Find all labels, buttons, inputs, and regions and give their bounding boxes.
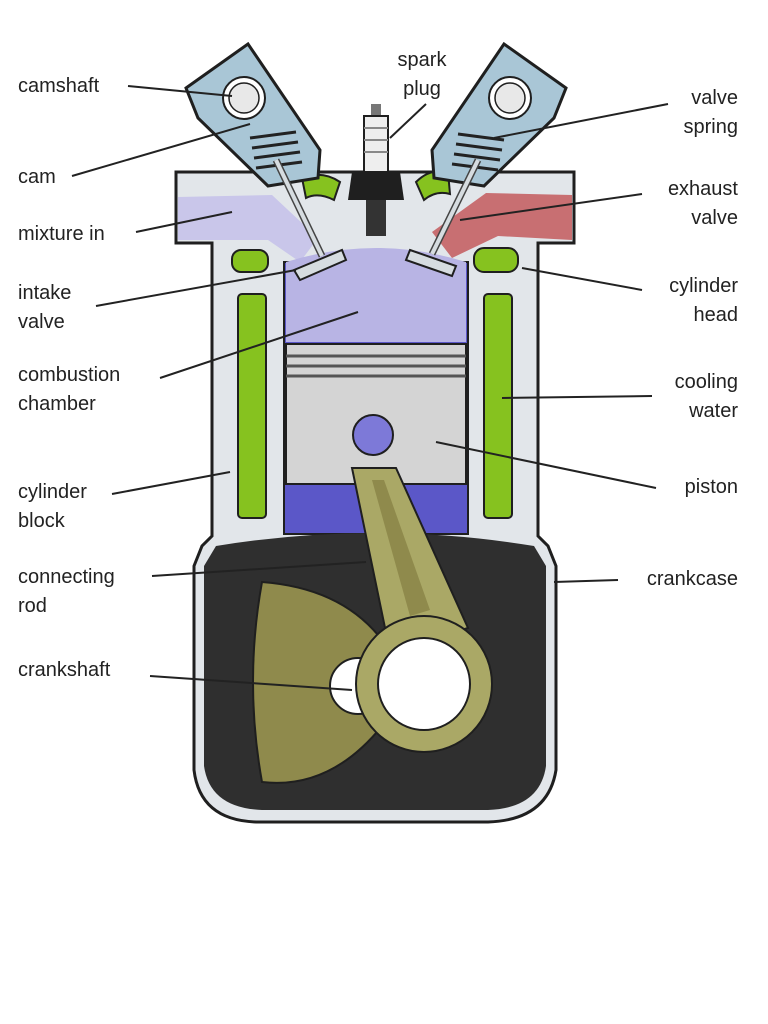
label-camshaft: camshaft [18, 75, 100, 97]
connecting-rod [350, 467, 493, 753]
leader-cam [71, 123, 251, 177]
spark-plug-terminal [371, 104, 381, 116]
label-cam: cam [18, 166, 56, 188]
label-intake-valve-line1: intake [18, 282, 72, 304]
intake-port [178, 195, 318, 262]
leader-piston [435, 441, 657, 489]
leader-mixture-in [135, 211, 233, 233]
cooling-water-passages [231, 170, 519, 519]
label-crankshaft: crankshaft [18, 659, 111, 681]
label-valve-spring-line2: spring [683, 116, 738, 138]
label-connecting-rod-line1: connecting [18, 566, 115, 588]
connecting-rod-slot [372, 480, 430, 616]
exhaust-valve-head [404, 248, 458, 278]
leader-intake-valve [95, 269, 297, 307]
label-cooling-water-line1: cooling [674, 371, 738, 393]
label-exhaust-valve-line2: valve [691, 207, 738, 229]
label-combustion-chamber-line2: chamber [18, 393, 96, 415]
leader-combustion-chamber [159, 311, 359, 379]
label-cylinder-block-line2: block [18, 510, 65, 532]
label-cylinder-block-line1: cylinder [18, 481, 87, 503]
label-cylinder-head-line2: head [693, 304, 739, 326]
label-piston: piston [684, 476, 738, 498]
water-jacket-right [483, 293, 513, 519]
leader-crankshaft [149, 675, 353, 691]
leader-crankcase [553, 579, 619, 583]
label-exhaust-valve-line1: exhaust [667, 178, 738, 200]
label-connecting-rod: connecting rod [18, 563, 115, 621]
crank-counterweight [252, 580, 383, 784]
cam-lobe-left [228, 82, 260, 114]
leader-lines [71, 85, 669, 691]
exhaust-valve [404, 158, 482, 278]
label-valve-spring-line1: valve [691, 87, 738, 109]
label-valve-spring: valve spring [684, 84, 738, 142]
spark-plug-thread [366, 200, 386, 236]
spark-plug-hex [348, 172, 404, 200]
intake-valve-head [292, 248, 348, 282]
leader-exhaust-valve [459, 193, 643, 221]
intake-valve [272, 158, 348, 282]
water-pocket-left-head [231, 249, 269, 273]
label-connecting-rod-line2: rod [18, 595, 47, 617]
leader-cooling-water [501, 395, 653, 399]
spark-plug-insulator [363, 115, 389, 173]
piston [285, 343, 467, 485]
label-cooling-water: cooling water [675, 368, 738, 426]
leader-cylinder-block [111, 471, 231, 495]
water-pocket-right-head [473, 247, 519, 273]
leader-valve-spring [493, 103, 669, 139]
label-combustion-chamber: combustion chamber [18, 361, 120, 419]
label-combustion-chamber-line1: combustion [18, 364, 121, 386]
label-cylinder-head-line1: cylinder [669, 275, 738, 297]
label-spark-plug-line2: plug [403, 78, 441, 100]
combustion-chamber [286, 248, 466, 342]
spark-plug [348, 104, 404, 236]
crankpin [377, 637, 471, 731]
label-intake-valve: intake valve [18, 279, 71, 337]
label-crankcase: crankcase [646, 568, 738, 590]
label-spark-plug: spark plug [384, 46, 460, 104]
label-cylinder-head: cylinder head [669, 272, 738, 330]
leader-spark-plug [389, 103, 427, 139]
label-cylinder-block: cylinder block [18, 478, 87, 536]
label-intake-valve-line2: valve [18, 311, 65, 333]
label-mixture-in: mixture in [18, 223, 105, 245]
leader-camshaft [127, 85, 233, 97]
leader-cylinder-head [521, 267, 643, 291]
cam-housing-right [430, 41, 568, 188]
label-exhaust-valve: exhaust valve [668, 175, 738, 233]
cam-lobe-right [494, 82, 526, 114]
cam-housing-left [184, 41, 322, 188]
leader-connecting-rod [151, 561, 367, 577]
label-spark-plug-line1: spark [397, 49, 447, 71]
label-cooling-water-line2: water [689, 400, 738, 422]
wrist-pin [352, 414, 394, 456]
water-jacket-left [237, 293, 267, 519]
